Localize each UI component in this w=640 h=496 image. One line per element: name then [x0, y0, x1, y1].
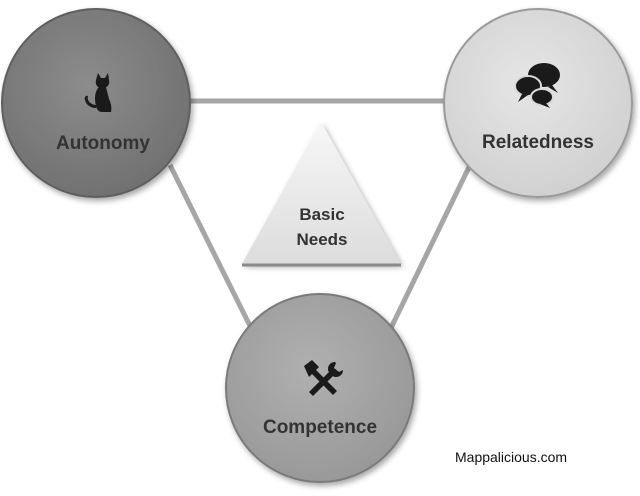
autonomy-node: Autonomy: [1, 8, 191, 198]
connector-relatedness-competence: [387, 163, 473, 332]
competence-label: Competence: [263, 417, 377, 438]
basic-needs-triangle: Basic Needs: [242, 122, 401, 267]
autonomy-label: Autonomy: [56, 133, 150, 154]
credit-text: Mappalicious.com: [455, 449, 567, 465]
basic-needs-label-line2: Needs: [296, 230, 347, 249]
relatedness-label: Relatedness: [482, 132, 594, 153]
connector-autonomy-competence: [167, 163, 255, 332]
connectors: [167, 98, 473, 332]
basic-needs-label-line1: Basic: [299, 205, 344, 224]
cat-icon: [84, 73, 112, 112]
hammer-wrench-icon: [304, 360, 343, 396]
speech-bubbles-icon: [514, 63, 560, 108]
competence-node: Competence: [225, 293, 415, 483]
relatedness-node: Relatedness: [443, 8, 633, 198]
